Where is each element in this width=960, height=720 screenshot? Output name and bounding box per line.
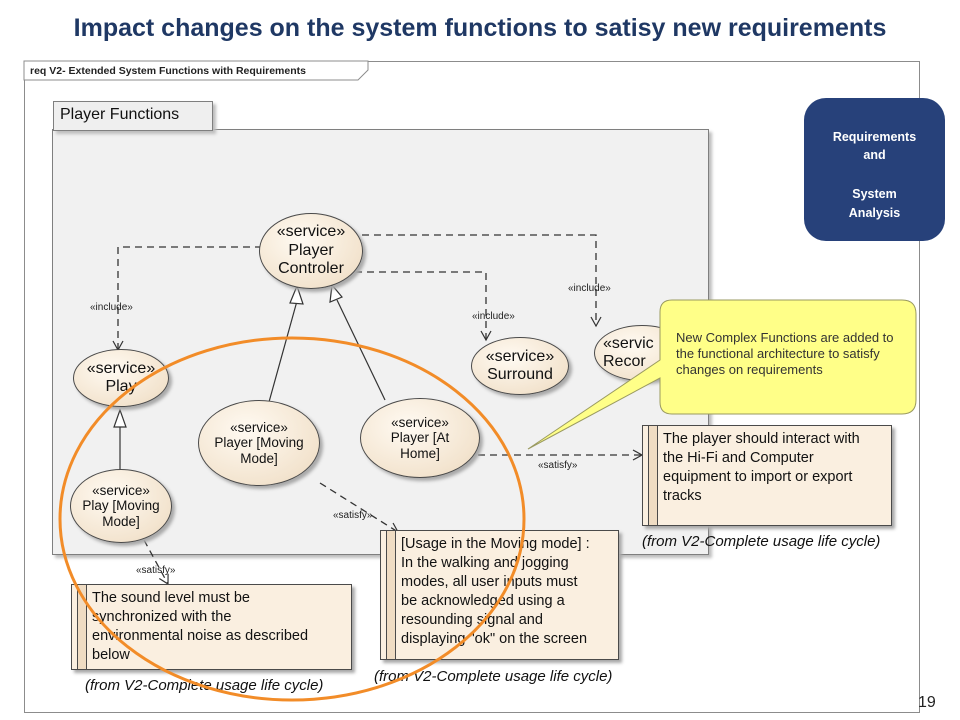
requirement-sound-line-3: environmental noise as described xyxy=(92,628,309,644)
page-number: 19 xyxy=(918,694,936,711)
generalization-moving-connector xyxy=(268,284,304,403)
record-stereotype: «servic xyxy=(603,334,654,352)
requirement-moving-text: [Usage in the Moving mode] : In the walk… xyxy=(401,535,614,649)
requirement-moving-line-6: displaying "ok" on the screen xyxy=(401,631,588,647)
requirement-sound-line-2: synchronized with the xyxy=(92,609,232,625)
player-controler-name-line-2: Controler xyxy=(278,260,344,278)
play-moving-stereotype: «service» xyxy=(92,482,150,498)
use-case-play[interactable]: «service» Play xyxy=(73,349,169,407)
badge-line-1: Requirements xyxy=(832,130,917,144)
surround-stereotype: «service» xyxy=(485,347,555,365)
generalization-play-moving-connector xyxy=(113,408,127,470)
requirement-moving-line-1: [Usage in the Moving mode] : xyxy=(401,536,590,552)
requirement-hifi-line-1: The player should interact with xyxy=(663,431,860,447)
requirement-hifi-origin: (from V2-Complete usage life cycle) xyxy=(642,533,881,550)
satisfy-home-label: «satisfy» xyxy=(538,460,578,471)
include-play-connector xyxy=(112,246,262,352)
badge-line-2: and xyxy=(863,148,886,162)
play-moving-name-line-2: Mode] xyxy=(102,513,140,529)
requirements-analysis-badge: Requirements and System Analysis xyxy=(804,98,945,241)
satisfy-play-moving-label: «satisfy» xyxy=(136,565,176,576)
generalization-home-connector xyxy=(329,283,386,401)
callout-bubble xyxy=(527,299,917,450)
player-controler-name-line-1: Player xyxy=(288,241,334,259)
record-name: Recor xyxy=(603,353,646,370)
requirement-moving-line-2: In the walking and jogging xyxy=(401,555,569,571)
requirement-sound-text: The sound level must be synchronized wit… xyxy=(92,589,347,665)
requirement-sound-line-1: The sound level must be xyxy=(92,590,250,606)
diagram-frame-label: req V2- Extended System Functions with R… xyxy=(30,65,306,77)
include-record-connector xyxy=(362,234,602,328)
requirement-moving-line-3: modes, all user inputs must xyxy=(401,574,578,590)
requirement-moving-line-4: be acknowledged using a xyxy=(401,593,565,609)
requirement-moving-origin: (from V2-Complete usage life cycle) xyxy=(374,668,613,685)
requirement-sound-line-4: below xyxy=(92,647,130,663)
requirement-sound-level[interactable]: The sound level must be synchronized wit… xyxy=(71,584,352,670)
player-moving-stereotype: «service» xyxy=(230,419,288,435)
play-stereotype: «service» xyxy=(86,359,156,377)
play-moving-name-line-1: Play [Moving xyxy=(82,498,160,514)
satisfy-play-moving-connector xyxy=(143,539,169,586)
requirement-moving-mode-usage[interactable]: [Usage in the Moving mode] : In the walk… xyxy=(380,530,619,660)
new-functions-highlight-ellipse xyxy=(58,336,526,702)
player-home-name-line-1: Player [At xyxy=(390,430,450,446)
requirement-hifi-line-2: the Hi-Fi and Computer xyxy=(663,450,814,466)
callout-text: New Complex Functions are added to the f… xyxy=(676,330,894,377)
use-case-player-controler[interactable]: «service» Player Controler xyxy=(259,213,363,289)
include-surround-label: «include» xyxy=(472,311,515,322)
slide-title: Impact changes on the system functions t… xyxy=(73,14,887,42)
satisfy-moving-connector xyxy=(319,482,400,533)
include-record-label: «include» xyxy=(568,283,611,294)
badge-line-3: System xyxy=(852,187,897,201)
use-case-play-moving-mode[interactable]: «service» Play [Moving Mode] xyxy=(70,469,172,543)
requirement-bar xyxy=(648,426,658,525)
requirement-hifi-line-3: equipment to import or export xyxy=(663,469,853,485)
player-functions-package-tab xyxy=(53,101,213,131)
requirement-hifi-interaction[interactable]: The player should interact with the Hi-F… xyxy=(642,425,892,526)
requirement-hifi-text: The player should interact with the Hi-F… xyxy=(663,430,887,506)
satisfy-moving-label: «satisfy» xyxy=(333,510,373,521)
player-moving-name-line-2: Mode] xyxy=(240,450,278,466)
requirement-hifi-line-4: tracks xyxy=(663,488,702,504)
requirement-bar xyxy=(77,585,87,669)
requirement-moving-line-5: resounding signal and xyxy=(401,612,543,628)
player-moving-name-line-1: Player [Moving xyxy=(214,435,304,451)
badge-line-4: Analysis xyxy=(848,206,901,220)
player-controler-stereotype: «service» xyxy=(276,223,346,241)
player-home-stereotype: «service» xyxy=(391,414,449,430)
use-case-player-at-home[interactable]: «service» Player [At Home] xyxy=(360,398,480,478)
include-play-label: «include» xyxy=(90,302,133,313)
player-functions-package-label: Player Functions xyxy=(60,106,180,123)
requirement-bar xyxy=(386,531,396,659)
surround-name: Surround xyxy=(487,366,553,383)
use-case-player-moving-mode[interactable]: «service» Player [Moving Mode] xyxy=(198,400,320,486)
player-home-name-line-2: Home] xyxy=(400,445,440,461)
use-case-surround[interactable]: «service» Surround xyxy=(471,337,569,395)
